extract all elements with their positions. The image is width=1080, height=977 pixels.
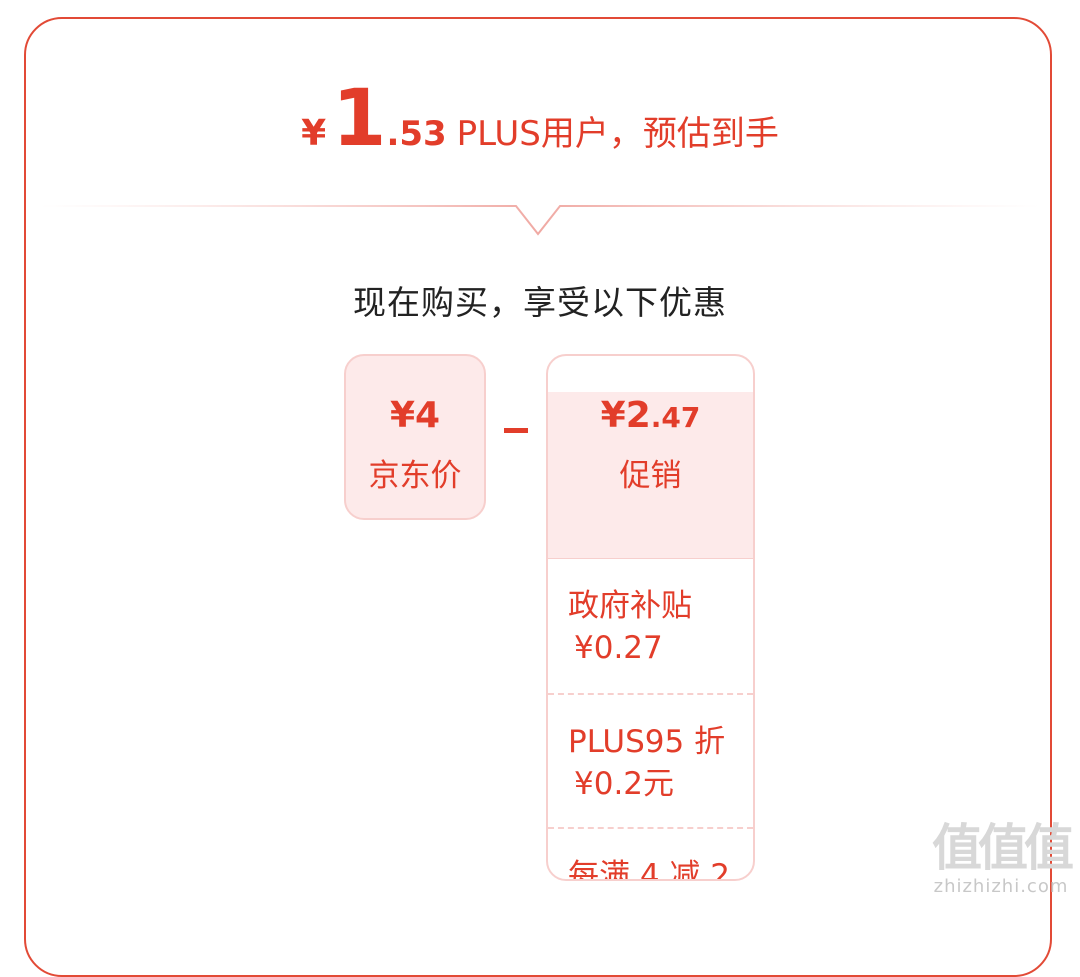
promotion-amount: ¥2.47: [548, 392, 753, 440]
minus-operator: [504, 428, 528, 433]
headline-price-decimal: .53: [386, 114, 447, 154]
promo-item-value: ¥0.2元: [574, 766, 675, 802]
promo-item-title: PLUS95 折: [568, 724, 726, 760]
promotion-amount-decimal: .47: [650, 401, 701, 434]
headline-currency: ¥: [301, 113, 327, 154]
jd-price-box: ¥4 京东价: [344, 354, 486, 520]
promo-item-title: 政府补贴: [568, 588, 692, 624]
headline-label: PLUS用户，预估到手: [456, 114, 779, 154]
divider-pointer: [40, 205, 1040, 236]
benefits-subtitle: 现在购买，享受以下优惠: [353, 283, 727, 322]
promo-item-title: 每满 4 减 2: [568, 858, 731, 881]
headline-price-integer: 1: [332, 74, 387, 164]
promotion-label: 促销: [619, 458, 682, 494]
estimated-price-headline: ¥ 1 .53 PLUS用户，预估到手: [0, 80, 1080, 160]
promo-item-plus-discount: PLUS95 折 ¥0.2元: [548, 693, 753, 827]
promo-item-value: ¥0.27: [574, 630, 663, 666]
jd-price-label: 京东价: [368, 458, 462, 494]
promo-item-full-reduction: 每满 4 减 2: [548, 827, 753, 881]
price-breakdown-card: [24, 17, 1052, 977]
promo-item-subsidy: 政府补贴 ¥0.27: [548, 559, 753, 693]
watermark-site: zhizhizhi.com: [933, 876, 1069, 897]
promotion-summary: ¥2.47 促销: [548, 392, 753, 559]
watermark-logo: 值值值: [932, 819, 1074, 877]
promotion-box: ¥2.47 促销 政府补贴 ¥0.27 PLUS95 折 ¥0.2元 每满 4 …: [546, 354, 755, 881]
jd-price-amount: ¥4: [389, 395, 441, 436]
site-watermark: 值值值 zhizhizhi.com: [928, 820, 1074, 897]
promotion-amount-main: ¥2: [600, 395, 651, 436]
